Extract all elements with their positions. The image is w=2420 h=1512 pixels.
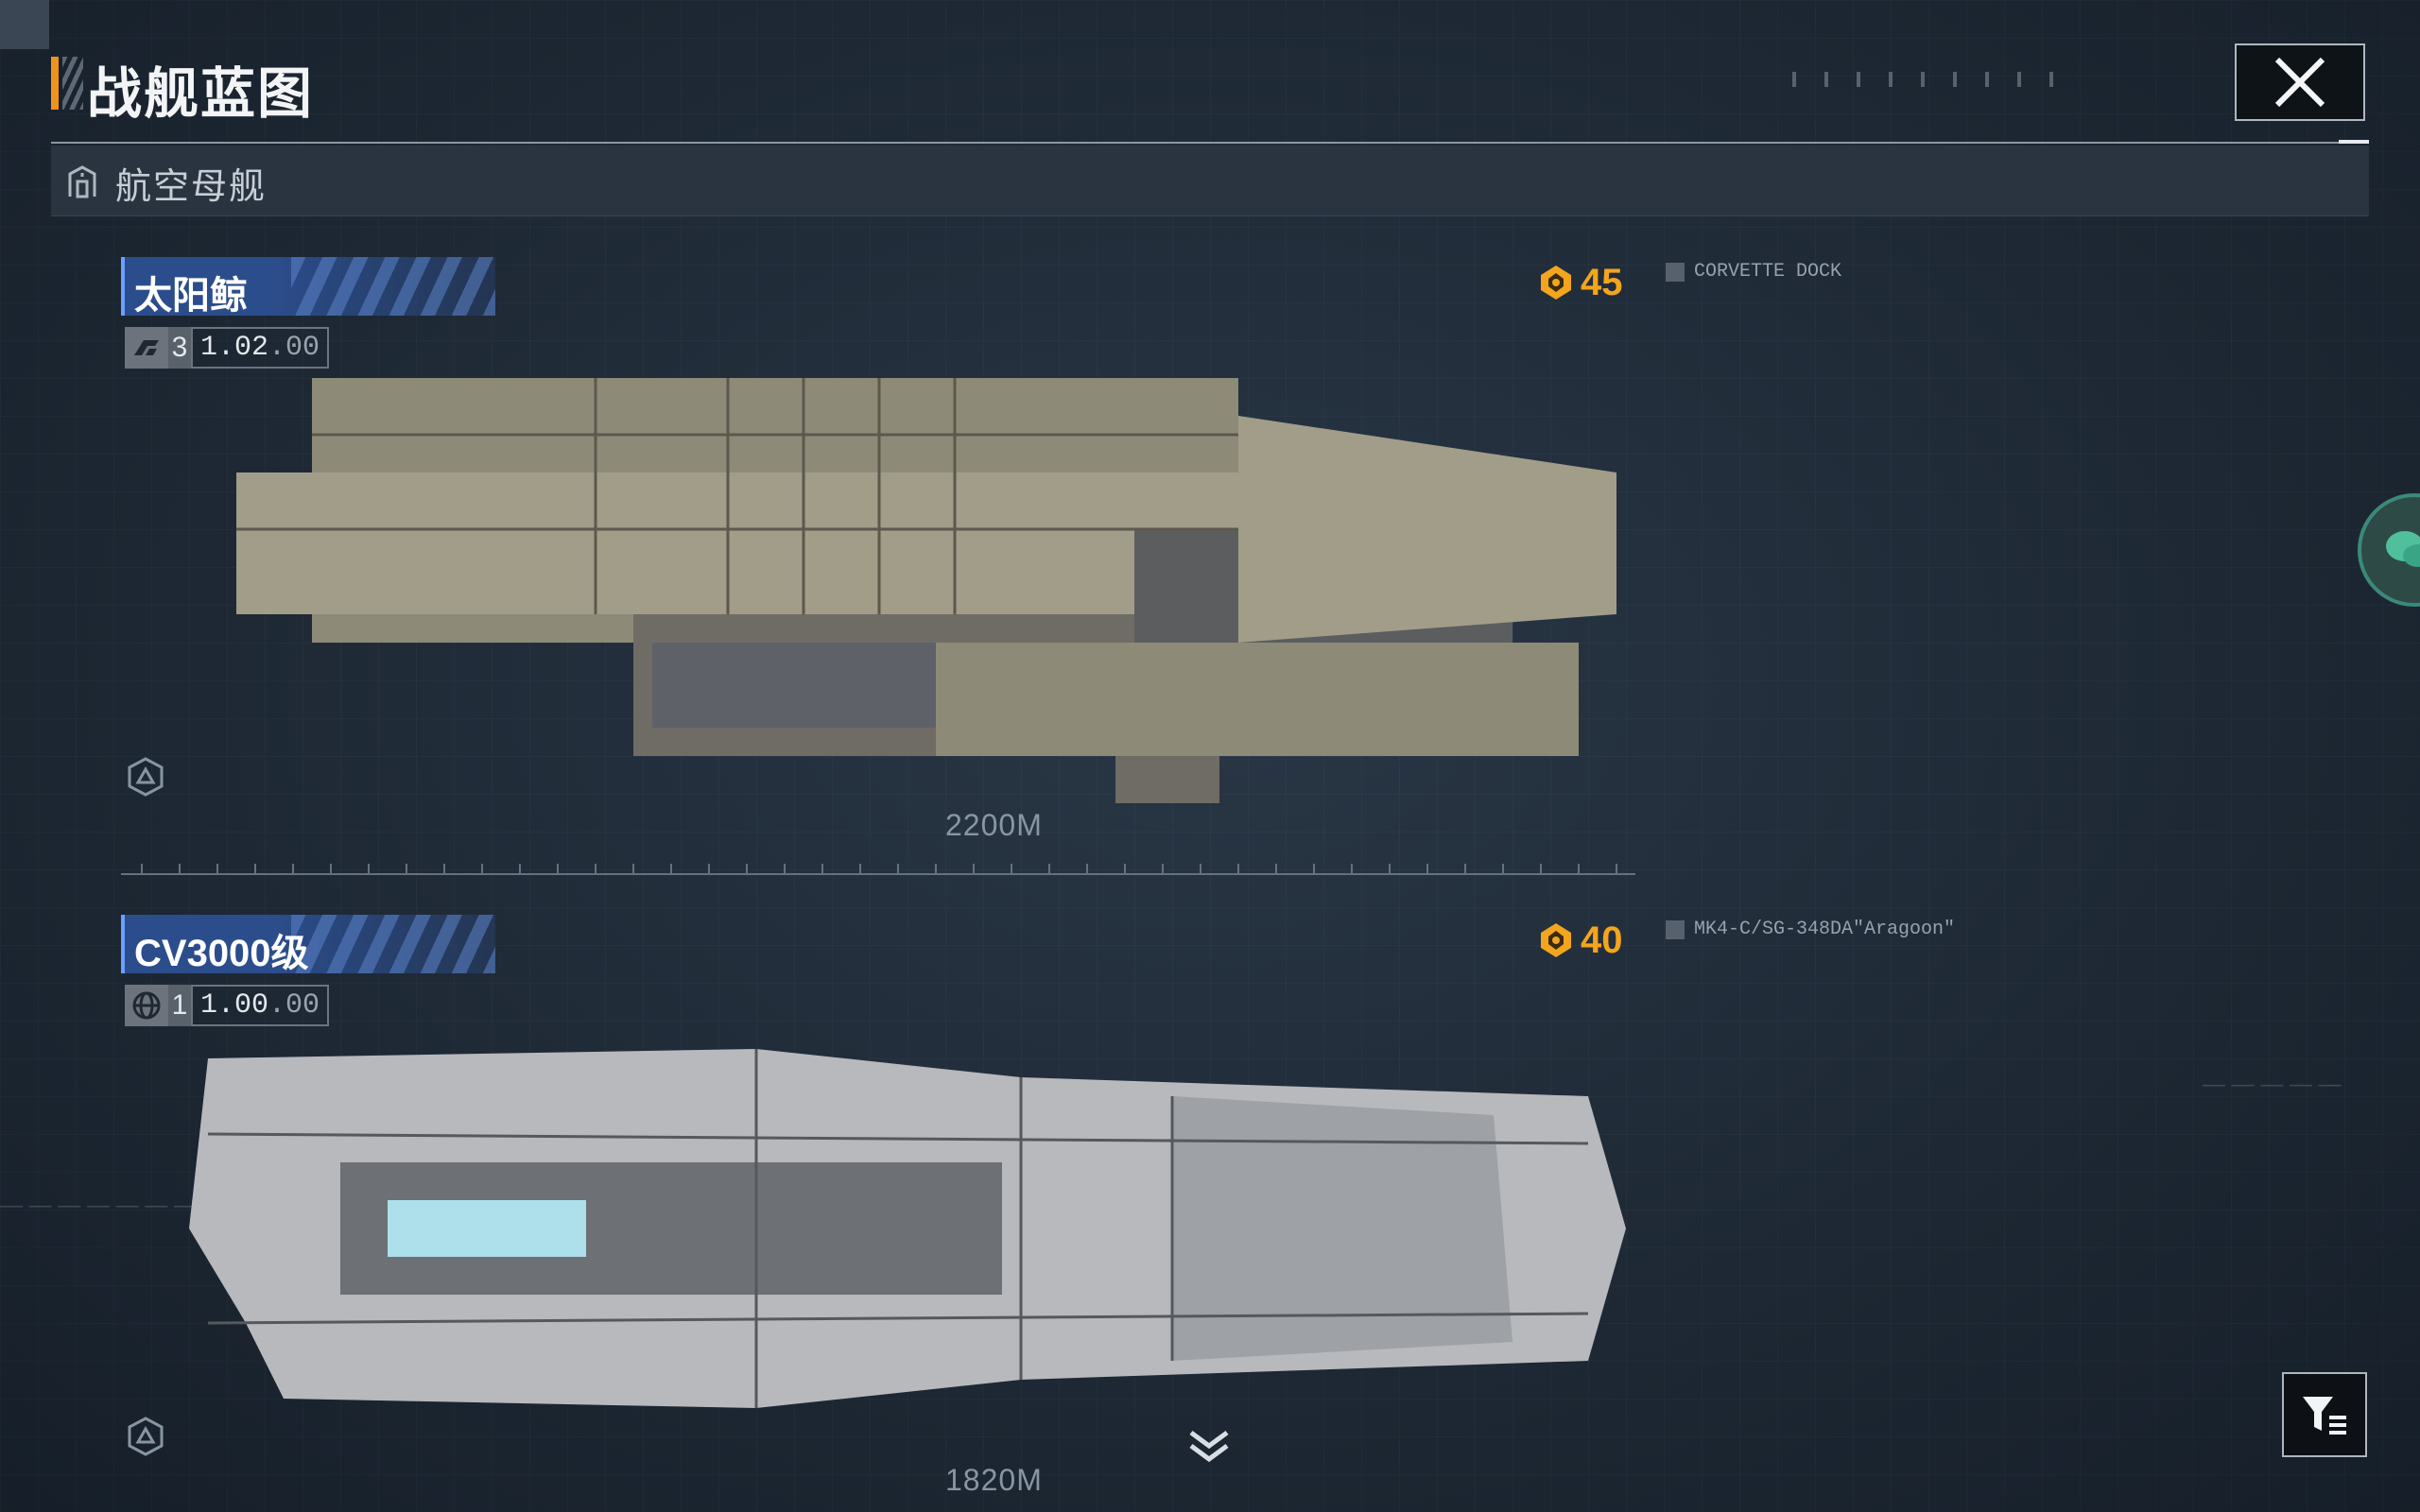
ship-ratio-value: 1.00: [200, 989, 269, 1022]
crest-icon: [1541, 923, 1571, 957]
ship-ratio: 1.02.00: [191, 327, 330, 369]
cost-value: 40: [1581, 919, 1623, 961]
ship-name-bar: 太阳鲸: [121, 257, 495, 317]
ship-image: [189, 1049, 1626, 1408]
name-bar-edge: [121, 915, 125, 973]
scale-ruler: [121, 856, 1635, 875]
ship-name: CV3000级: [134, 933, 309, 974]
globe-icon: [125, 985, 168, 1026]
ship-ratio: 1.00.00: [191, 985, 330, 1026]
ship-tier: 1: [168, 985, 191, 1026]
ship-ratio-value: 1.02: [200, 332, 269, 364]
name-bar-stripes: [291, 257, 495, 316]
header-divider-accent: [2339, 140, 2369, 144]
hangar-icon: [66, 164, 98, 203]
header-ticks: [1792, 72, 2076, 87]
close-icon: [2237, 45, 2363, 119]
crest-icon: [1541, 266, 1571, 300]
cost-value: 45: [1581, 261, 1623, 303]
name-bar-edge: [121, 257, 125, 316]
dock-marker: [1666, 263, 1685, 282]
hex-badge: [125, 756, 166, 802]
ship-stat: 3 1.02.00: [125, 327, 330, 369]
emblem-icon: [125, 327, 168, 369]
title-accent-stripes: [62, 57, 83, 110]
category-bar[interactable]: 航空母舰: [51, 146, 2369, 216]
ship-tier: 3: [168, 327, 191, 369]
model-marker: [1666, 920, 1685, 939]
decor-text: — — — — —: [2203, 1072, 2342, 1097]
ship-ratio-suffix: .00: [268, 989, 320, 1022]
model-label: MK4-C/SG-348DA"Aragoon": [1694, 919, 1956, 940]
ship-stat: 1 1.00.00: [125, 985, 330, 1026]
header-divider: [51, 142, 2369, 144]
filter-icon: [2303, 1397, 2346, 1435]
ship-length: 2200M: [945, 808, 1043, 842]
hex-badge: [125, 1416, 166, 1462]
ship-length: 1820M: [945, 1463, 1043, 1497]
ship-name: 太阳鲸: [134, 275, 248, 317]
dock-label: CORVETTE DOCK: [1694, 261, 1842, 283]
ship-cost: 45: [1537, 259, 1623, 306]
name-bar-stripes: [291, 915, 495, 973]
page-title: 战舰蓝图: [87, 63, 315, 125]
title-accent: [51, 57, 59, 110]
category-label: 航空母舰: [115, 167, 268, 207]
ship-name-bar: CV3000级: [121, 915, 495, 974]
corner-patch: [0, 0, 49, 49]
filter-button[interactable]: [2282, 1372, 2367, 1457]
decor-text: — — — — — — —: [0, 1193, 198, 1218]
ship-ratio-suffix: .00: [268, 332, 320, 364]
close-button[interactable]: [2235, 43, 2365, 121]
chevron-down-icon[interactable]: [1187, 1427, 1231, 1469]
ship-cost: 40: [1537, 917, 1623, 964]
chat-icon: [2386, 531, 2420, 567]
ship-image: [236, 378, 1616, 803]
